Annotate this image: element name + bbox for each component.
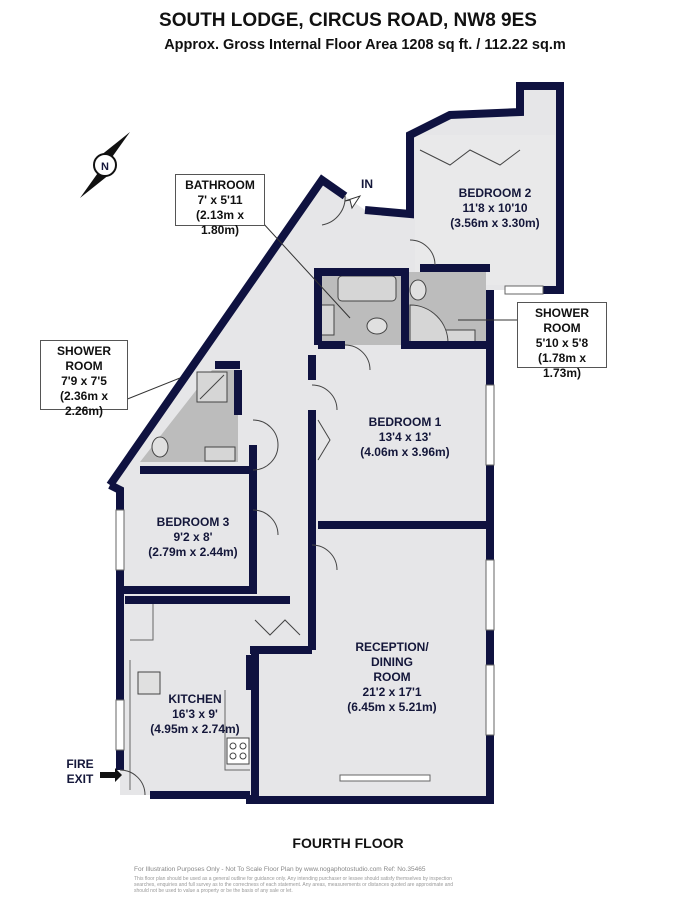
room-name-line3: ROOM [373,670,410,684]
svg-text:FIRE: FIRE [66,757,93,771]
room-imperial: 13'4 x 13' [379,430,432,444]
room-name-line2: DINING [371,655,413,669]
room-reception: RECEPTION/ DINING ROOM 21'2 x 17'1 (6.45… [347,640,436,714]
room-metric: (6.45m x 5.21m) [347,700,436,714]
room-bedroom-3: BEDROOM 3 9'2 x 8' (2.79m x 2.44m) [148,515,237,559]
shower-tray-icon [196,304,449,403]
callout-imperial: 5'10 x 5'8 [535,336,589,350]
room-metric: (4.06m x 3.96m) [360,445,449,459]
callout-metric: (1.78m x 1.73m) [537,351,587,380]
callout-name-line2: ROOM [543,321,581,335]
callout-imperial: 7'9 x 7'5 [61,374,107,388]
room-metric: (3.56m x 3.30m) [450,216,539,230]
room-name: KITCHEN [168,692,221,706]
callout-metric: (2.36m x 2.26m) [59,389,109,418]
footer-disclaimer: This floor plan should be used as a gene… [134,876,454,894]
callout-name-line1: SHOWER [57,344,111,358]
callout-shower-room-right: SHOWER ROOM 5'10 x 5'8 (1.78m x 1.73m) [517,302,607,380]
footer-credit: For Illustration Purposes Only - Not To … [134,866,426,873]
callout-name-line2: ROOM [65,359,103,373]
room-name: BEDROOM 1 [369,415,442,429]
svg-text:EXIT: EXIT [67,772,94,786]
windows [115,285,544,782]
callout-shower-room-left: SHOWER ROOM 7'9 x 7'5 (2.36m x 2.26m) [40,340,128,418]
callout-imperial: 7' x 5'11 [197,193,243,207]
room-bedroom-2: BEDROOM 2 11'8 x 10'10 (3.56m x 3.30m) [450,186,539,230]
room-imperial: 21'2 x 17'1 [362,685,421,699]
room-name: BEDROOM 3 [157,515,230,529]
kitchen-counter [129,600,250,790]
room-kitchen: KITCHEN 16'3 x 9' (4.95m x 2.74m) [150,692,239,736]
compass-icon: N [80,132,130,198]
property-title: SOUTH LODGE, CIRCUS ROAD, NW8 9ES [159,10,537,31]
toilet-icon [151,279,427,458]
entrance-label: IN [361,177,373,191]
room-bedroom-1: BEDROOM 1 13'4 x 13' (4.06m x 3.96m) [360,415,449,459]
floor-name: FOURTH FLOOR [292,835,404,851]
room-imperial: 16'3 x 9' [172,707,218,721]
room-name-line1: RECEPTION/ [355,640,429,654]
fire-exit-label: FIRE EXIT [66,757,94,786]
hob-icon [226,737,250,765]
room-metric: (4.95m x 2.74m) [150,722,239,736]
floor-area-subtitle: Approx. Gross Internal Floor Area 1208 s… [164,37,566,53]
callout-name-line1: SHOWER [535,306,589,320]
room-imperial: 11'8 x 10'10 [462,201,527,215]
walls [106,82,564,804]
callout-metric: (2.13m x 1.80m) [195,208,245,237]
callout-name: BATHROOM [185,178,255,192]
room-name: BEDROOM 2 [459,186,532,200]
callout-bathroom: BATHROOM 7' x 5'11 (2.13m x 1.80m) [175,174,265,237]
room-imperial: 9'2 x 8' [173,530,212,544]
bathtub-icon [337,275,397,302]
bedroom-2-area [415,135,555,285]
room-metric: (2.79m x 2.44m) [148,545,237,559]
callout-leaders [124,221,517,401]
compass-north-label: N [101,161,109,173]
fire-exit-arrow-icon [100,768,122,782]
entrance-arrow-icon [344,195,362,210]
doors [119,149,521,796]
